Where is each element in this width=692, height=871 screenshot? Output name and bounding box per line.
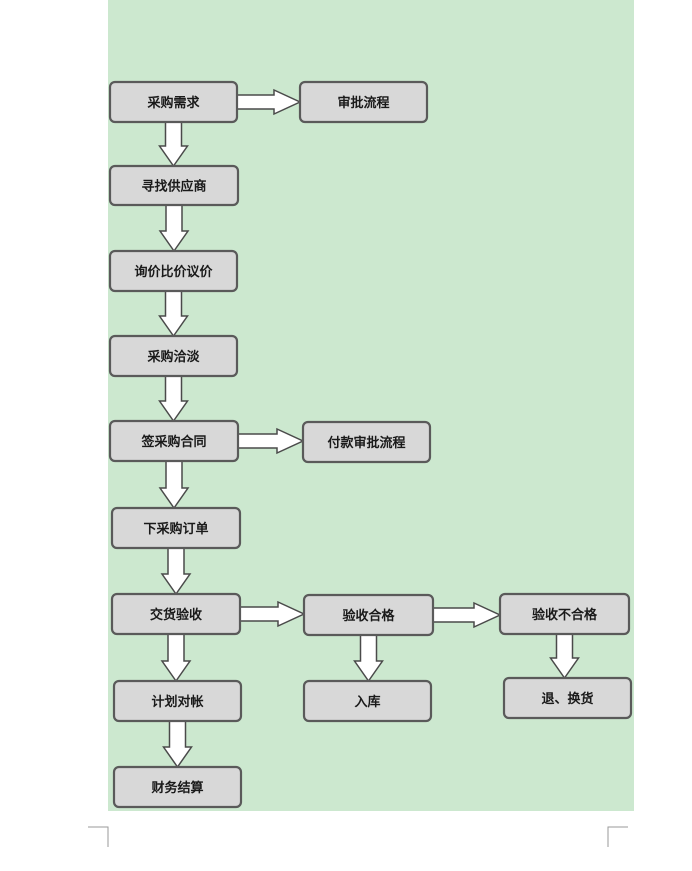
node-label: 寻找供应商	[141, 179, 206, 195]
node-n14: 财务结算	[112, 765, 243, 809]
node-box	[302, 679, 433, 723]
node-n7: 付款审批流程	[301, 420, 432, 464]
node-box	[108, 164, 240, 207]
node-label: 退、换货	[541, 691, 593, 707]
node-n9: 交货验收	[110, 592, 242, 636]
node-n10: 验收合格	[302, 593, 435, 637]
node-label: 付款审批流程	[327, 435, 405, 451]
node-label: 采购洽淡	[146, 349, 200, 365]
node-n3: 寻找供应商	[108, 164, 240, 207]
node-n4: 询价比价议价	[108, 249, 239, 293]
node-n6: 签采购合同	[108, 419, 240, 463]
edges	[158, 88, 580, 769]
right-arrow	[236, 88, 302, 116]
node-label: 财务结算	[151, 780, 203, 796]
node-box	[108, 249, 239, 293]
node-n2: 审批流程	[298, 80, 429, 124]
right-arrow	[432, 601, 502, 629]
right-arrow	[237, 427, 305, 455]
node-box	[298, 80, 429, 124]
node-label: 入库	[354, 694, 380, 710]
node-box	[108, 334, 239, 378]
page-corner-right	[607, 826, 628, 847]
node-n11: 验收不合格	[498, 592, 631, 636]
node-label: 签采购合同	[140, 434, 206, 450]
down-arrow	[160, 547, 192, 596]
node-n13: 入库	[302, 679, 433, 723]
node-n5: 采购洽淡	[108, 334, 239, 378]
node-label: 询价比价议价	[134, 264, 213, 280]
down-arrow	[158, 460, 190, 510]
node-box	[108, 80, 239, 124]
node-label: 交货验收	[150, 607, 203, 623]
down-arrow	[549, 633, 580, 680]
down-arrow	[158, 121, 189, 168]
down-arrow	[158, 204, 190, 253]
node-label: 采购需求	[146, 95, 200, 111]
node-label: 审批流程	[337, 95, 389, 111]
down-arrow	[158, 375, 189, 423]
node-n1: 采购需求	[108, 80, 239, 124]
node-box	[502, 676, 633, 720]
node-box	[108, 419, 240, 463]
node-n8: 下采购订单	[110, 506, 242, 550]
node-n12: 计划对帐	[112, 679, 243, 723]
right-arrow	[239, 600, 306, 628]
page-corner-left	[88, 826, 109, 847]
node-box	[498, 592, 631, 636]
node-n15: 退、换货	[502, 676, 633, 720]
node-box	[112, 679, 243, 723]
node-box	[301, 420, 432, 464]
node-box	[110, 506, 242, 550]
node-label: 计划对帐	[151, 694, 203, 710]
node-label: 验收不合格	[532, 607, 598, 623]
node-box	[110, 592, 242, 636]
page-corner-marks	[88, 826, 628, 847]
down-arrow	[353, 634, 384, 683]
down-arrow	[162, 720, 193, 769]
down-arrow	[158, 290, 189, 338]
down-arrow	[160, 633, 192, 683]
node-label: 下采购订单	[143, 521, 208, 537]
node-box	[302, 593, 435, 637]
node-label: 验收合格	[342, 608, 395, 624]
node-box	[112, 765, 243, 809]
